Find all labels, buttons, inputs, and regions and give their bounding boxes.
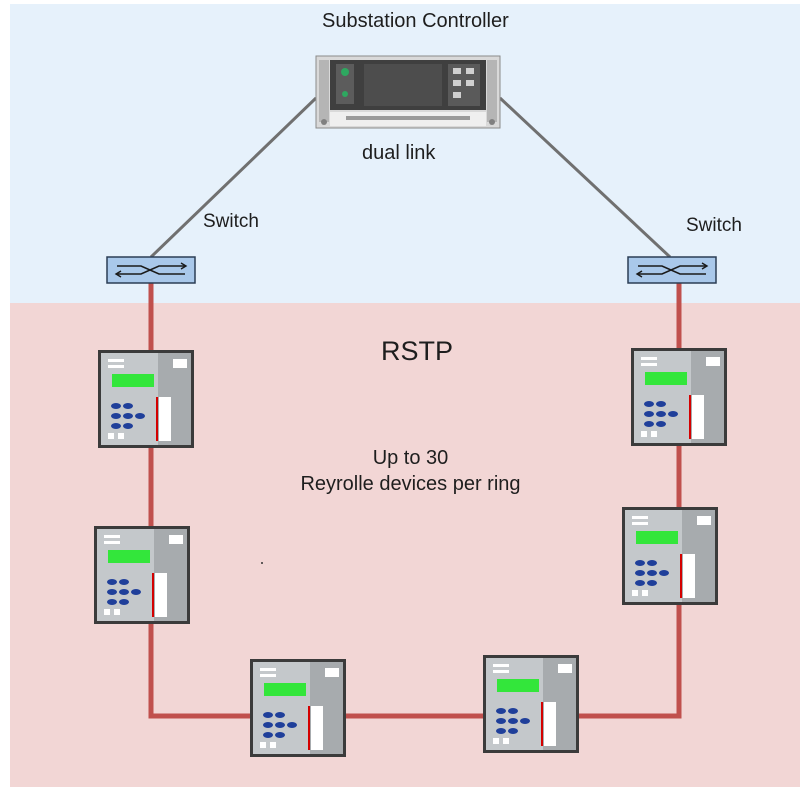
uplink-left	[149, 96, 318, 259]
switch-right-icon	[627, 256, 717, 284]
ring-link	[148, 282, 682, 719]
diagram-title: Substation Controller	[322, 10, 509, 32]
stray-dot	[261, 562, 263, 564]
ring-note-line1: Up to 30	[372, 447, 449, 469]
controller-zone	[10, 4, 800, 303]
relay-device-icon	[483, 655, 579, 753]
switch-right-label: Switch	[686, 215, 742, 236]
relay-device-icon	[94, 526, 190, 624]
relay-device-icon	[631, 348, 727, 446]
uplink-right	[498, 96, 672, 259]
ring-note-line2: Reyrolle devices per ring	[300, 473, 521, 495]
switch-left-label: Switch	[203, 211, 259, 232]
relay-device-icon	[622, 507, 718, 605]
relay-device-icon	[250, 659, 346, 757]
switch-left-icon	[106, 256, 196, 284]
rack-controller-icon	[315, 55, 501, 129]
relay-device-icon	[98, 350, 194, 448]
ring-protocol-label: RSTP	[381, 336, 454, 366]
controller-caption: dual link	[362, 142, 436, 164]
